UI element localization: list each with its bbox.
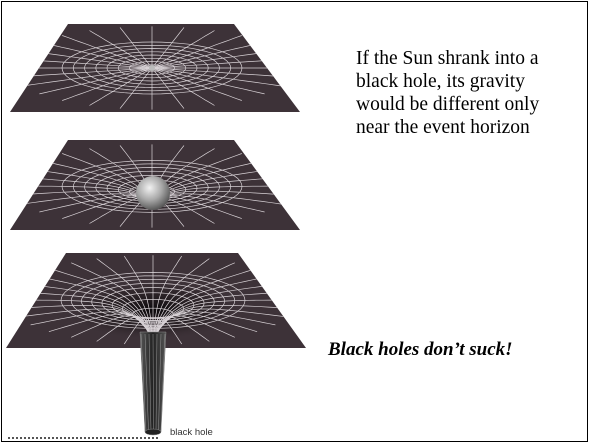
black-hole-label: black hole [170, 427, 213, 438]
panel-flat-spacetime [8, 24, 300, 112]
tagline-text: Black holes don’t suck! [328, 339, 588, 361]
caption-text: If the Sun shrank into a black hole, its… [356, 47, 576, 139]
sun-sphere [136, 176, 170, 210]
spacetime-figure: black hole [0, 0, 330, 445]
center-point [149, 65, 155, 71]
panel-sun [8, 140, 300, 230]
panel-black-hole: black hole [6, 253, 306, 438]
footer-dots [8, 437, 158, 443]
